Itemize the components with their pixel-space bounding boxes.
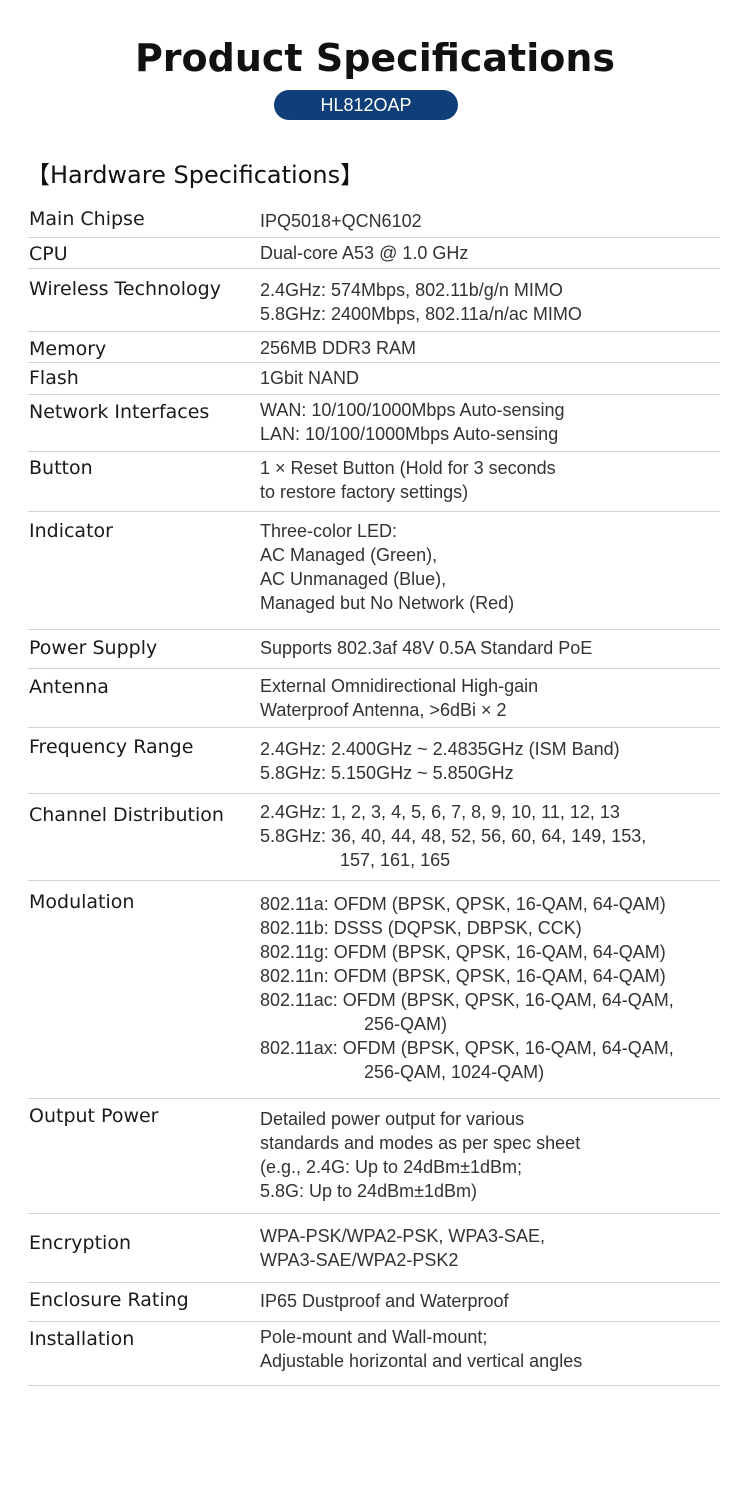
spec-label: Main Chipse <box>29 208 145 230</box>
model-badge: HL812OAP <box>274 90 458 120</box>
spec-value: Dual-core A53 @ 1.0 GHz <box>260 238 720 268</box>
spec-value-line: 802.11b: DSSS (DQPSK, DBPSK, CCK) <box>260 918 582 938</box>
spec-value-line: 256-QAM, 1024-QAM) <box>364 1062 545 1082</box>
spec-row: Flash 1Gbit NAND <box>28 363 720 395</box>
spec-label: Installation <box>29 1328 135 1350</box>
spec-value-line: 802.11n: OFDM (BPSK, QPSK, 16-QAM, 64-QA… <box>260 966 666 986</box>
spec-label: Frequency Range <box>29 736 194 758</box>
spec-value-line: Waterproof Antenna, >6dBi × 2 <box>260 700 507 720</box>
spec-value-line: 5.8GHz: 5.150GHz ~ 5.850GHz <box>260 763 514 783</box>
spec-value-line: AC Unmanaged (Blue), <box>260 569 447 589</box>
spec-label: Power Supply <box>29 637 158 659</box>
spec-label: Memory <box>29 338 107 360</box>
spec-value-line: AC Managed (Green), <box>260 545 438 565</box>
spec-value-line: 5.8GHz: 2400Mbps, 802.11a/n/ac MIMO <box>260 304 582 324</box>
spec-row: Frequency Range 2.4GHz: 2.400GHz ~ 2.4835… <box>28 728 720 794</box>
spec-label: Button <box>29 457 93 479</box>
spec-value: 2.4GHz: 1, 2, 3, 4, 5, 6, 7, 8, 9, 10, 1… <box>260 794 720 880</box>
spec-value-line: Three-color LED: <box>260 521 398 541</box>
spec-value-line: 2.4GHz: 574Mbps, 802.11b/g/n MIMO <box>260 280 563 300</box>
page-title: Product Specifications <box>134 36 616 80</box>
spec-row: Memory 256MB DDR3 RAM <box>28 332 720 363</box>
spec-value-line: 157, 161, 165 <box>340 850 451 870</box>
spec-label: Flash <box>29 367 79 389</box>
spec-row: Antenna External Omnidirectional High-gai… <box>28 669 720 728</box>
spec-row: Power Supply Supports 802.3af 48V 0.5A St… <box>28 630 720 669</box>
spec-value: 1Gbit NAND <box>260 363 720 394</box>
spec-value-line: 802.11a: OFDM (BPSK, QPSK, 16-QAM, 64-QA… <box>260 894 666 914</box>
spec-value-line: 5.8GHz: 36, 40, 44, 48, 52, 56, 60, 64, … <box>260 826 647 846</box>
spec-value-line: Dual-core A53 @ 1.0 GHz <box>260 243 469 263</box>
spec-row: Indicator Three-color LED: AC Managed (Gre… <box>28 512 720 630</box>
spec-value-line: WPA3-SAE/WPA2-PSK2 <box>260 1250 459 1270</box>
spec-value: Supports 802.3af 48V 0.5A Standard PoE <box>260 630 720 668</box>
spec-row: Channel Distribution 2.4GHz: 1, 2, 3, 4, … <box>28 794 720 881</box>
spec-value-line: Supports 802.3af 48V 0.5A Standard PoE <box>260 638 593 658</box>
spec-label: Channel Distribution <box>29 804 224 826</box>
spec-value-line: WAN: 10/100/1000Mbps Auto-sensing <box>260 400 565 420</box>
spec-row: Main Chipse IPQ5018+QCN6102 <box>28 204 720 238</box>
spec-value: WPA-PSK/WPA2-PSK, WPA3-SAE, WPA3-SAE/WPA2… <box>260 1214 720 1282</box>
spec-value: 1 × Reset Button (Hold for 3 seconds to r… <box>260 452 720 511</box>
spec-value-line: 1Gbit NAND <box>260 368 360 388</box>
spec-value-line: Pole-mount and Wall-mount; <box>260 1327 488 1347</box>
spec-value-line: 2.4GHz: 1, 2, 3, 4, 5, 6, 7, 8, 9, 10, 1… <box>260 802 620 822</box>
spec-value-line: 802.11ac: OFDM (BPSK, QPSK, 16-QAM, 64-Q… <box>260 990 674 1010</box>
spec-value-line: 256MB DDR3 RAM <box>260 338 417 358</box>
spec-value-line: Managed but No Network (Red) <box>260 593 515 613</box>
spec-label: Encryption <box>29 1232 132 1254</box>
spec-label: Output Power <box>29 1105 159 1127</box>
spec-value-line: Adjustable horizontal and vertical angle… <box>260 1351 583 1371</box>
spec-row: Modulation 802.11a: OFDM (BPSK, QPSK, 16-… <box>28 881 720 1099</box>
spec-value-line: 802.11ax: OFDM (BPSK, QPSK, 16-QAM, 64-Q… <box>260 1038 674 1058</box>
spec-row: Output Power Detailed power output for va… <box>28 1099 720 1214</box>
spec-value-line: IPQ5018+QCN6102 <box>260 211 422 231</box>
spec-value-line: 2.4GHz: 2.400GHz ~ 2.4835GHz (ISM Band) <box>260 739 620 759</box>
spec-value-line: to restore factory settings) <box>260 482 469 502</box>
spec-value: IPQ5018+QCN6102 <box>260 204 720 237</box>
spec-label: Enclosure Rating <box>29 1289 189 1311</box>
spec-value-line: LAN: 10/100/1000Mbps Auto-sensing <box>260 424 559 444</box>
spec-value: 2.4GHz: 574Mbps, 802.11b/g/n MIMO 5.8GHz:… <box>260 269 720 331</box>
spec-label: CPU <box>29 243 68 265</box>
spec-row: Network Interfaces WAN: 10/100/1000Mbps A… <box>28 395 720 452</box>
spec-value-line: 1 × Reset Button (Hold for 3 seconds <box>260 458 556 478</box>
spec-value-line: 5.8G: Up to 24dBm±1dBm) <box>260 1181 477 1201</box>
spec-value-line: WPA-PSK/WPA2-PSK, WPA3-SAE, <box>260 1226 546 1246</box>
spec-value: 2.4GHz: 2.400GHz ~ 2.4835GHz (ISM Band) 5… <box>260 728 720 793</box>
spec-value-line: (e.g., 2.4G: Up to 24dBm±1dBm; <box>260 1157 523 1177</box>
spec-row: Enclosure Rating IP65 Dustproof and Water… <box>28 1283 720 1322</box>
spec-value-line: IP65 Dustproof and Waterproof <box>260 1291 509 1311</box>
spec-value: Detailed power output for various standar… <box>260 1099 720 1213</box>
spec-value-line: External Omnidirectional High-gain <box>260 676 539 696</box>
spec-row: Button 1 × Reset Button (Hold for 3 secon… <box>28 452 720 512</box>
spec-value: Three-color LED: AC Managed (Green), AC Un… <box>260 512 720 629</box>
spec-label: Modulation <box>29 891 135 913</box>
spec-value-line: standards and modes as per spec sheet <box>260 1133 581 1153</box>
section-heading: 【Hardware Specifications】 <box>26 161 365 189</box>
spec-label: Network Interfaces <box>29 401 210 423</box>
spec-value: Pole-mount and Wall-mount; Adjustable hor… <box>260 1322 720 1385</box>
spec-value-line: 802.11g: OFDM (BPSK, QPSK, 16-QAM, 64-QA… <box>260 942 666 962</box>
spec-row: CPU Dual-core A53 @ 1.0 GHz <box>28 238 720 269</box>
spec-value-line: Detailed power output for various <box>260 1109 525 1129</box>
spec-value-line: 256-QAM) <box>364 1014 448 1034</box>
spec-row: Installation Pole-mount and Wall-mount; Ad… <box>28 1322 720 1386</box>
spec-value: IP65 Dustproof and Waterproof <box>260 1283 720 1321</box>
spec-value: 256MB DDR3 RAM <box>260 332 720 362</box>
spec-label: Indicator <box>29 520 113 542</box>
spec-value: 802.11a: OFDM (BPSK, QPSK, 16-QAM, 64-QA… <box>260 881 720 1098</box>
spec-label: Wireless Technology <box>29 278 221 300</box>
spec-row: Wireless Technology 2.4GHz: 574Mbps, 802.… <box>28 269 720 332</box>
spec-label: Antenna <box>29 676 109 698</box>
